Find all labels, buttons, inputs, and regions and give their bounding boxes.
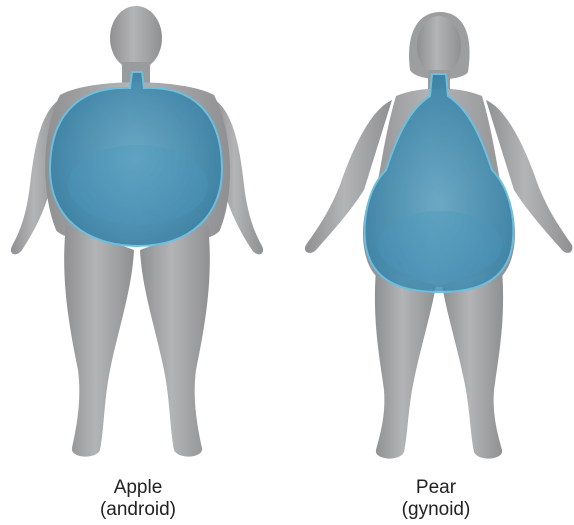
pear-head <box>417 16 461 76</box>
apple-fat-highlight <box>68 145 208 225</box>
pear-sublabel: (gynoid) <box>356 499 516 521</box>
apple-sublabel: (android) <box>58 499 218 521</box>
pear-figure <box>305 12 572 459</box>
apple-label: Apple <box>58 477 218 499</box>
apple-left-leg <box>64 225 134 457</box>
pear-caption: Pear (gynoid) <box>356 477 516 521</box>
pear-left-leg <box>375 270 436 459</box>
pear-right-leg <box>442 270 503 459</box>
apple-right-leg <box>140 225 210 457</box>
apple-figure <box>11 6 263 457</box>
apple-head <box>110 6 162 70</box>
apple-caption: Apple (android) <box>58 477 218 521</box>
pear-fat-highlight <box>378 211 502 279</box>
pear-label: Pear <box>356 477 516 499</box>
